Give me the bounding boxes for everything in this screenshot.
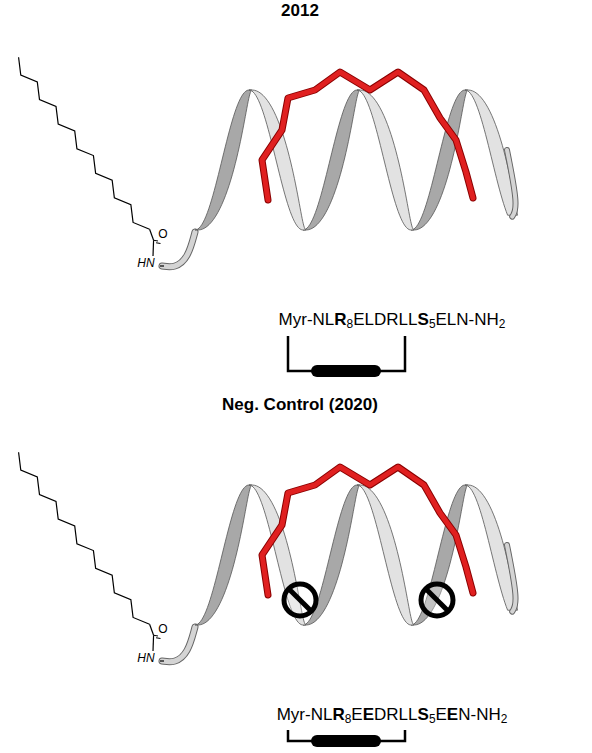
helix-ribbon-front — [357, 90, 414, 230]
backbone-tube — [507, 545, 516, 612]
atom-label: O — [158, 623, 167, 636]
prohibition-symbol — [421, 584, 453, 616]
atom-label: HN — [137, 257, 154, 270]
peptide-sequence: Myr-NLR8EEDRLLS5EEN-NH2 — [277, 706, 508, 725]
double-bond — [154, 240, 158, 242]
staple-pill — [311, 365, 381, 377]
bond — [152, 635, 154, 651]
prohibition-symbol — [289, 589, 312, 612]
lipid-chain — [19, 452, 150, 624]
helix-ribbon-back — [303, 90, 360, 230]
peptide-sequence: Myr-NLR8ELDRLLS5ELN-NH2 — [279, 311, 506, 330]
hydrocarbon-staple — [262, 72, 473, 200]
bond — [150, 624, 154, 635]
prohibition-symbol — [426, 589, 449, 612]
peptide-panel — [19, 57, 518, 267]
hydrocarbon-staple — [262, 467, 473, 595]
atom-label: O — [158, 228, 167, 241]
double-bond — [156, 242, 160, 244]
panel-title: Neg. Control (2020) — [222, 396, 378, 415]
bond — [150, 229, 154, 240]
helix-ribbon-back — [195, 485, 252, 625]
backbone-tube — [507, 545, 516, 612]
double-bond — [154, 635, 158, 637]
staple-pill — [311, 735, 381, 747]
lipid-chain — [19, 57, 150, 229]
backbone-tube — [507, 150, 516, 217]
helix-ribbon-back — [195, 90, 252, 230]
hydrocarbon-staple — [262, 467, 473, 595]
atom-label: HN — [137, 652, 154, 665]
prohibition-symbol — [284, 584, 316, 616]
double-bond — [156, 637, 160, 639]
hydrocarbon-staple — [262, 72, 473, 200]
backbone-tube — [507, 150, 516, 217]
helix-ribbon-front — [357, 485, 414, 625]
bond — [152, 240, 154, 256]
helix-ribbon-front — [249, 90, 306, 230]
peptide-panel — [19, 452, 518, 662]
panel-title: 2012 — [281, 2, 319, 21]
